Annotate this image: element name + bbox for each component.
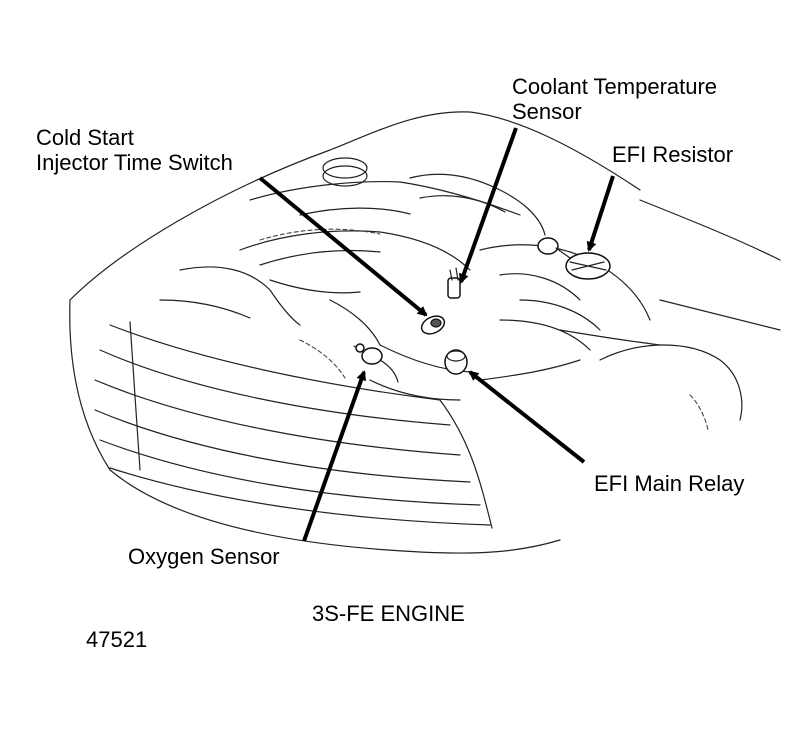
leader-arrows [258,127,615,542]
engine-caption: 3S-FE ENGINE [312,601,465,626]
oxygen-sensor-part [353,343,399,383]
oxygen-sensor-label: Oxygen Sensor [128,544,280,569]
figure-number: 47521 [86,627,148,652]
efi-main-relay-arrow [468,370,586,464]
engine-outline [69,111,781,554]
oxygen-sensor-arrow [302,370,367,542]
cold-start-switch-part [420,315,446,335]
efi-main-relay-label: EFI Main Relay [594,471,745,496]
cold-start-arrow [258,176,428,317]
efi-resistor-part [537,237,611,280]
cold-start-switch-label: Cold Start Injector Time Switch [36,125,233,175]
efi-resistor-label: EFI Resistor [612,142,734,167]
coolant-temp-arrow [458,127,518,284]
coolant-temp-sensor-part [447,267,461,299]
efi-resistor-arrow [586,175,615,252]
coolant-temp-sensor-label: Coolant Temperature Sensor [512,74,717,124]
cold-start-switch-label-line1: Cold Start [36,125,134,150]
component-parts [353,237,611,383]
coolant-temp-sensor-label-line1: Coolant Temperature [512,74,718,99]
efi-main-relay-part [444,349,468,375]
cold-start-switch-label-line2: Injector Time Switch [36,150,233,175]
coolant-temp-sensor-label-line2: Sensor [512,99,582,124]
